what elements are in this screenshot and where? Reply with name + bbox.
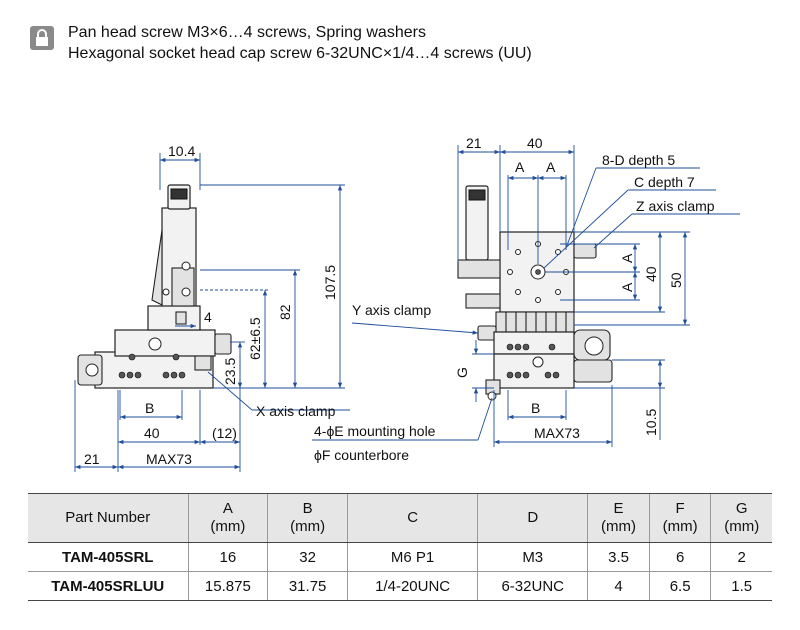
dim-10-5: 10.5 bbox=[643, 409, 659, 436]
dim-21-side: 21 bbox=[466, 135, 482, 151]
dim-4: 4 bbox=[204, 309, 212, 325]
dim-a-h1: A bbox=[515, 159, 525, 175]
table-cell: 1/4-20UNC bbox=[346, 571, 478, 601]
screw-lock-icon bbox=[30, 26, 54, 50]
table-row: TAM-405SRLUU 15.875 31.75 1/4-20UNC 6-32… bbox=[28, 571, 772, 601]
dim-40-side: 40 bbox=[527, 135, 543, 151]
note-line-2: Hexagonal socket head cap screw 6-32UNC×… bbox=[68, 45, 532, 62]
side-dimensions bbox=[312, 145, 740, 447]
table-header: F(mm) bbox=[648, 493, 711, 543]
table-cell: 15.875 bbox=[187, 571, 268, 601]
table-cell: TAM-405SRL bbox=[28, 542, 188, 572]
dim-107-5: 107.5 bbox=[322, 265, 338, 300]
table-cell: M3 bbox=[477, 542, 588, 572]
front-dimensions bbox=[74, 153, 350, 472]
label-counterbore: ϕF counterbore bbox=[314, 447, 409, 463]
spec-table: Part Number A(mm) B(mm) C D E(mm) F(mm) … bbox=[28, 493, 772, 601]
table-cell: 1.5 bbox=[710, 571, 772, 601]
dim-b-front: B bbox=[145, 400, 154, 416]
table-cell: 4 bbox=[587, 571, 650, 601]
table-cell: 32 bbox=[267, 542, 348, 572]
dim-62: 62±6.5 bbox=[247, 317, 263, 360]
dim-a-v2: A bbox=[619, 282, 635, 292]
front-base bbox=[94, 351, 214, 389]
dim-40-front: 40 bbox=[144, 425, 160, 441]
dim-23-5: 23.5 bbox=[222, 358, 238, 385]
side-view: 21 40 A A A A 40 50 G B MAX73 10.5 8-D d… bbox=[312, 135, 740, 463]
dim-40-vertical: 40 bbox=[643, 266, 659, 282]
table-header: B(mm) bbox=[267, 493, 348, 543]
technical-drawing: 10.4 107.5 82 62±6.5 23.5 4 B 40 (12) 21… bbox=[74, 135, 740, 472]
dim-21-front: 21 bbox=[84, 451, 100, 467]
table-cell: 6 bbox=[648, 542, 711, 572]
table-header: G(mm) bbox=[710, 493, 772, 543]
table-header: A(mm) bbox=[187, 493, 268, 543]
dim-10-4: 10.4 bbox=[168, 143, 195, 159]
table-cell: 6-32UNC bbox=[477, 571, 588, 601]
table-header: Part Number bbox=[28, 493, 188, 543]
table-cell: M6 P1 bbox=[346, 542, 478, 572]
front-mid-stage bbox=[114, 329, 216, 357]
label-z-axis-clamp: Z axis clamp bbox=[636, 198, 715, 214]
label-mounting-hole: 4-ϕE mounting hole bbox=[314, 423, 436, 439]
table-header: C bbox=[346, 493, 478, 543]
table-cell: 3.5 bbox=[587, 542, 650, 572]
table-header: E(mm) bbox=[587, 493, 650, 543]
label-d-depth: 8-D depth 5 bbox=[602, 152, 675, 168]
dim-max73-side: MAX73 bbox=[534, 425, 580, 441]
dim-max73-front: MAX73 bbox=[146, 451, 192, 467]
label-c-depth: C depth 7 bbox=[634, 174, 695, 190]
table-cell: 2 bbox=[710, 542, 772, 572]
table-cell: TAM-405SRLUU bbox=[28, 571, 188, 601]
dim-g: G bbox=[454, 367, 470, 378]
dim-12: (12) bbox=[212, 425, 237, 441]
dim-a-v1: A bbox=[619, 253, 635, 263]
table-cell: 6.5 bbox=[648, 571, 711, 601]
label-y-axis-clamp: Y axis clamp bbox=[352, 302, 431, 318]
table-header: D bbox=[477, 493, 588, 543]
front-view: 10.4 107.5 82 62±6.5 23.5 4 B 40 (12) 21… bbox=[74, 143, 350, 472]
dim-b-side: B bbox=[531, 400, 540, 416]
note-line-1: Pan head screw M3×6…4 screws, Spring was… bbox=[68, 24, 426, 41]
front-lower-bearings bbox=[118, 371, 186, 379]
label-x-axis-clamp: X axis clamp bbox=[256, 403, 336, 419]
table-row: TAM-405SRL 16 32 M6 P1 M3 3.5 6 2 bbox=[28, 542, 772, 572]
dim-82: 82 bbox=[277, 304, 293, 320]
table-header-row: Part Number A(mm) B(mm) C D E(mm) F(mm) … bbox=[28, 493, 772, 543]
dim-a-h2: A bbox=[546, 159, 556, 175]
dim-50: 50 bbox=[668, 272, 684, 288]
table-cell: 16 bbox=[187, 542, 268, 572]
table-cell: 31.75 bbox=[267, 571, 348, 601]
